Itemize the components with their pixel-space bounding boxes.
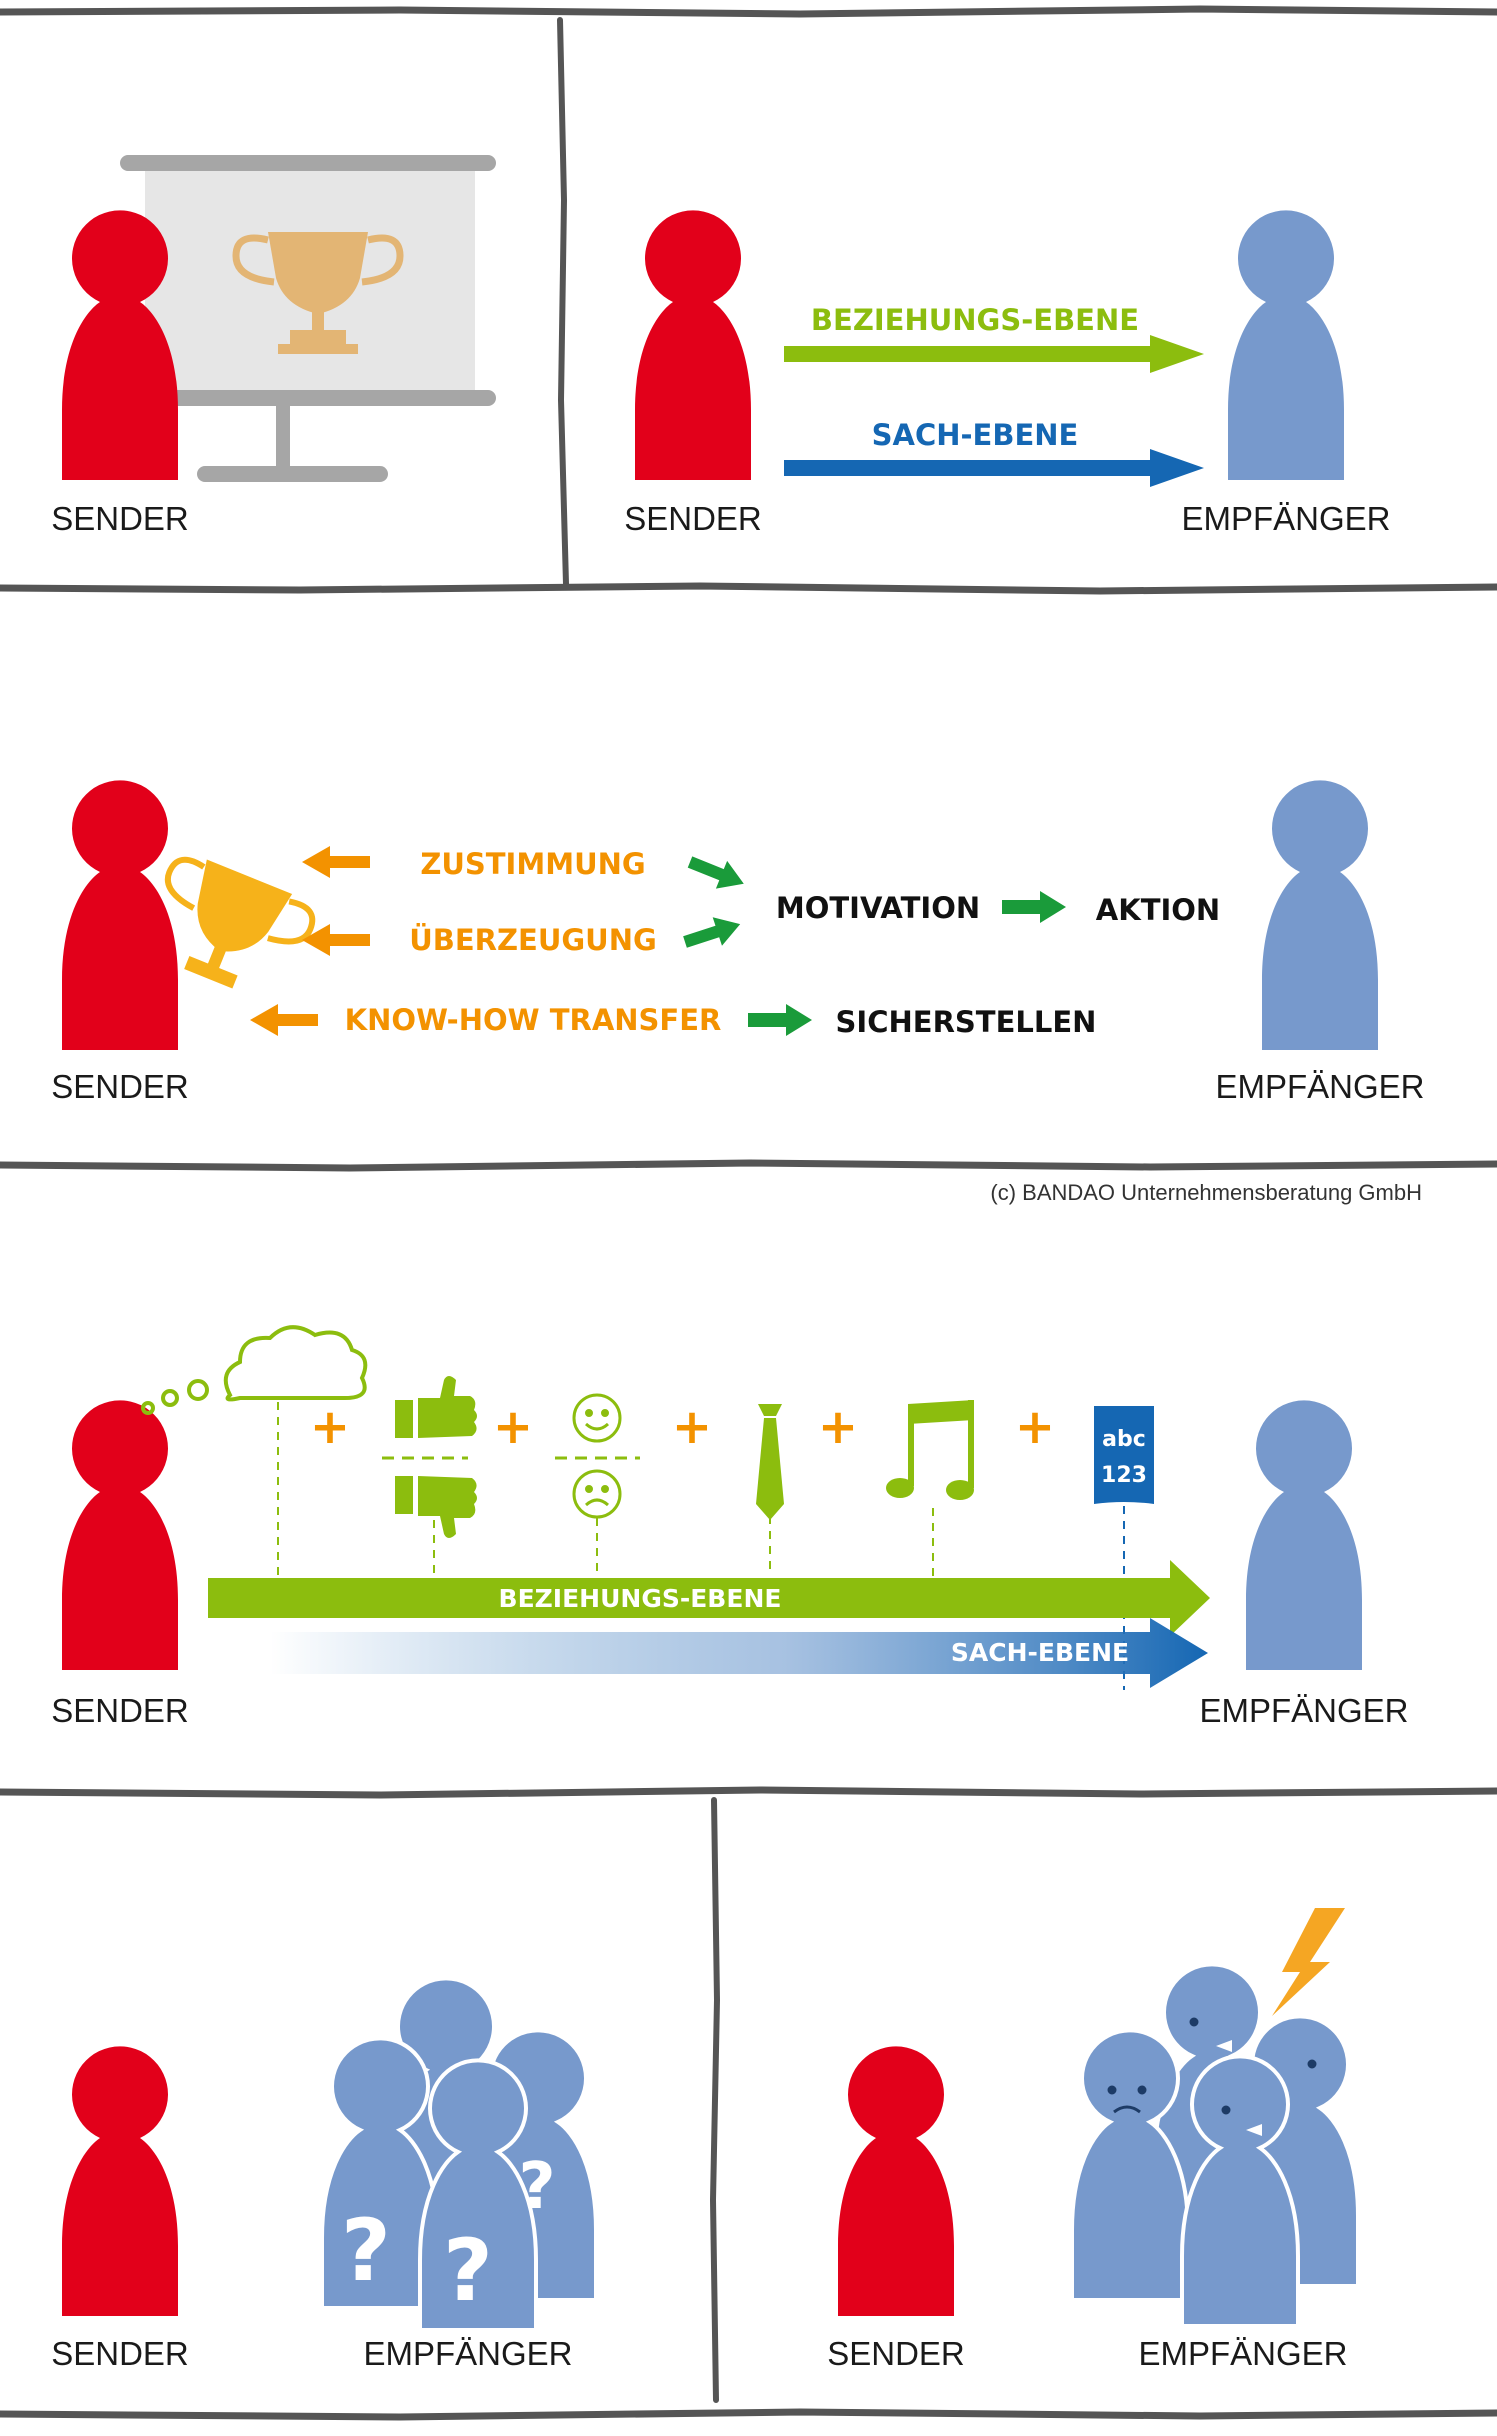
- receiver-figure: [320, 2036, 440, 2310]
- receiver-label: EMPFÄNGER: [363, 2335, 572, 2372]
- arrow-zustimmung-motivation: [687, 856, 744, 889]
- content-level-label: SACH-EBENE: [951, 1638, 1129, 1667]
- panel-presentation: SENDER: [51, 155, 496, 537]
- divider-1: [0, 582, 1497, 595]
- abc-text: abc: [1102, 1427, 1146, 1452]
- sender-figure: [838, 2046, 954, 2316]
- goal-arrow-1: [302, 846, 370, 878]
- receiver-figure: [1070, 2028, 1190, 2302]
- action-label: AKTION: [1096, 893, 1220, 927]
- eye: [1189, 2017, 1199, 2027]
- receiver-figure: [1246, 1400, 1362, 1670]
- abc-123-icon: abc 123: [1094, 1406, 1154, 1504]
- plus-sign: +: [310, 1399, 350, 1455]
- eye: [1221, 2105, 1231, 2115]
- plus-sign: +: [818, 1399, 858, 1455]
- trophy-icon: [232, 232, 404, 354]
- receiver-figure: [1228, 210, 1344, 480]
- lightning-bolt-icon: [1272, 1908, 1345, 2016]
- divider-top: [0, 5, 1497, 18]
- goal-arrow-2: [302, 924, 370, 956]
- divider-2: [0, 1159, 1497, 1172]
- sender-figure: [635, 210, 751, 480]
- music-note-icon: [886, 1400, 974, 1500]
- face-expressions: [1107, 2017, 1317, 2136]
- arrow-ueberzeugung-motivation: [683, 917, 741, 948]
- sender-label: SENDER: [624, 500, 762, 537]
- num-text: 123: [1101, 1463, 1147, 1488]
- relation-level-arrow: [784, 335, 1204, 373]
- shouting-mouth: [1246, 2124, 1262, 2136]
- motivation-label: MOTIVATION: [776, 891, 980, 925]
- plus-sign: +: [1015, 1399, 1055, 1455]
- question-mark: ?: [341, 2201, 391, 2301]
- ensure-label: SICHERSTELLEN: [836, 1005, 1097, 1039]
- sender-figure: [62, 780, 178, 1050]
- goal-label-3: KNOW-HOW TRANSFER: [345, 1003, 722, 1037]
- panel-two-levels: BEZIEHUNGS-EBENE SACH-EBENE SENDER EMPFÄ…: [624, 210, 1391, 537]
- relation-level-label: BEZIEHUNGS-EBENE: [499, 1584, 782, 1613]
- goal-label-1: ZUSTIMMUNG: [420, 847, 645, 881]
- divider-bottom: [0, 2408, 1497, 2421]
- arrow-knowhow-sicherstellen: [748, 1004, 812, 1036]
- panel-angry-audience: SENDER EMPFÄNGER: [827, 1908, 1360, 2372]
- goal-label-2: ÜBERZEUGUNG: [409, 923, 657, 957]
- relation-level-bar: [208, 1560, 1210, 1636]
- receiver-figure: [418, 2058, 538, 2332]
- receiver-figure: [1262, 780, 1378, 1050]
- receiver-label: EMPFÄNGER: [1181, 500, 1390, 537]
- copyright-notice: (c) BANDAO Unternehmensberatung GmbH: [990, 1180, 1422, 1205]
- eye: [1307, 2059, 1317, 2069]
- panel-dividers: [0, 5, 1497, 2421]
- plus-sign: +: [493, 1399, 533, 1455]
- sender-label: SENDER: [51, 2335, 189, 2372]
- content-level-arrow: [784, 449, 1204, 487]
- tie-icon: [756, 1404, 784, 1520]
- sender-label: SENDER: [51, 1692, 189, 1729]
- arrow-motivation-aktion: [1002, 891, 1066, 923]
- sender-figure: [62, 1400, 178, 1670]
- relation-level-label: BEZIEHUNGS-EBENE: [811, 303, 1139, 337]
- question-mark: ?: [518, 2150, 555, 2224]
- question-mark: ?: [443, 2221, 493, 2321]
- thumbs-up-down-icon: [382, 1376, 477, 1538]
- divider-vertical-1: [557, 17, 569, 587]
- frown-mouth: [1113, 2105, 1141, 2114]
- presentation-board-icon: [120, 155, 496, 482]
- sender-figure: [62, 210, 178, 480]
- receiver-label: EMPFÄNGER: [1215, 1068, 1424, 1105]
- plus-sign: +: [672, 1399, 712, 1455]
- divider-3: [0, 1786, 1497, 1799]
- divider-vertical-2: [709, 1797, 721, 2403]
- panel-confused-audience: ? ? ? SENDER EMPFÄNGER: [51, 1976, 598, 2372]
- receiver-label: EMPFÄNGER: [1138, 2335, 1347, 2372]
- eye: [1107, 2085, 1117, 2095]
- sender-label: SENDER: [51, 1068, 189, 1105]
- sender-label: SENDER: [51, 500, 189, 537]
- sender-label: SENDER: [827, 2335, 965, 2372]
- shouting-mouth: [1216, 2040, 1232, 2052]
- receiver-figure: [1180, 2054, 1300, 2328]
- plus-signs: + + + + +: [310, 1399, 1055, 1455]
- sender-figure: [62, 2046, 178, 2316]
- smiley-frowny-icon: [555, 1393, 640, 1519]
- content-level-label: SACH-EBENE: [872, 418, 1079, 452]
- panel-goals: ZUSTIMMUNG ÜBERZEUGUNG KNOW-HOW TRANSFER…: [51, 780, 1425, 1205]
- content-level-bar: [270, 1618, 1208, 1688]
- trophy-icon: [164, 856, 316, 989]
- flow-arrows: [683, 856, 1066, 1036]
- thought-cloud-icon: [141, 1325, 368, 1415]
- panel-channels: + + + + +: [51, 1325, 1409, 1729]
- eye: [1137, 2085, 1147, 2095]
- receiver-label: EMPFÄNGER: [1199, 1692, 1408, 1729]
- goal-arrow-3: [250, 1004, 318, 1036]
